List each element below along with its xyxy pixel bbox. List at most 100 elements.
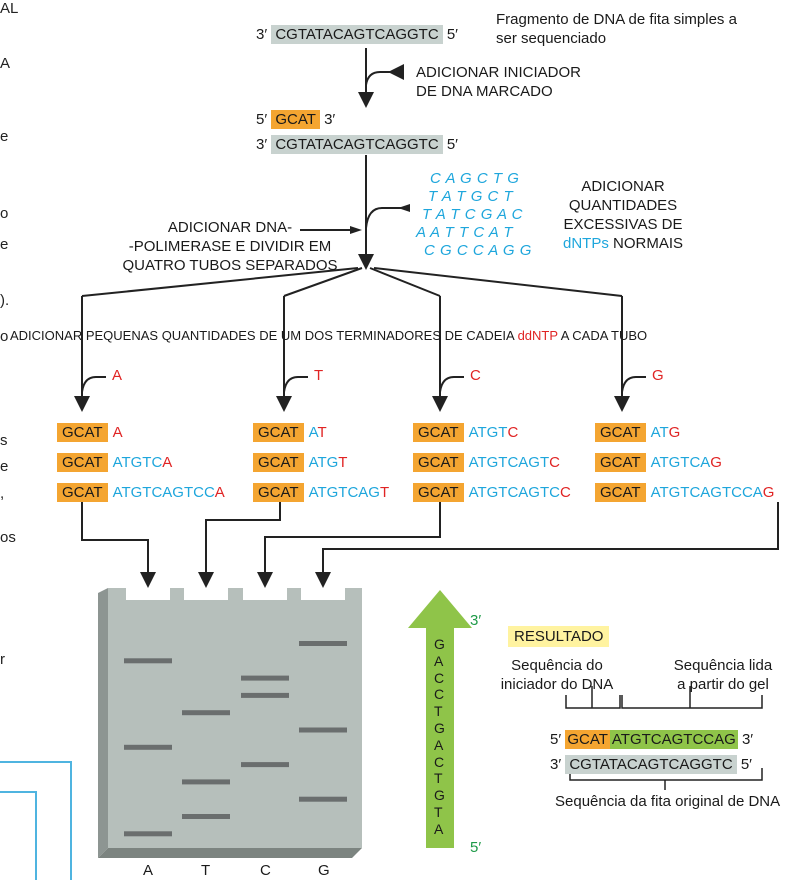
- step-ddntp-red: ddNTP: [517, 328, 558, 343]
- left-edge-fragment: AL: [0, 0, 19, 17]
- result-row1-read: ATGTCAGTCCAG: [609, 730, 738, 749]
- fragment-terminator: G: [710, 454, 722, 471]
- result-row2: 3′ CGTATACAGTCAGGTC 5′: [550, 755, 752, 774]
- step-polymerase-label: ADICIONAR DNA- -POLIMERASE E DIVIDIR EM …: [122, 219, 338, 274]
- gel-band: [299, 727, 347, 733]
- fragment-extension: ATGT: [468, 424, 508, 441]
- step-primer-label: ADICIONAR INICIADOR DE DNA MARCADO: [416, 64, 582, 100]
- fragment-terminator: A: [162, 454, 173, 471]
- dntp-cloud-row: A A T T C A T: [416, 224, 514, 241]
- read-sequence-letter: A: [434, 820, 444, 837]
- step-dntp-rest: NORMAIS: [608, 235, 684, 252]
- fragment-extension: ATGTCAGTCCA: [650, 484, 763, 501]
- tube-ddntp-letter: A: [112, 367, 123, 384]
- gel-band: [124, 744, 172, 750]
- dntp-cloud-row: T A T C G A C: [422, 206, 523, 223]
- fragment-primer: GCAT: [595, 483, 646, 502]
- fragment-terminator: T: [338, 454, 348, 471]
- gel-band: [124, 658, 172, 664]
- read-sequence-letter: A: [434, 736, 444, 753]
- tube-ddntp-letter: G: [652, 367, 664, 384]
- gel-band: [182, 779, 230, 785]
- step-dntp-blue: dNTPs: [562, 235, 609, 252]
- fragment-primer: GCAT: [413, 483, 464, 502]
- bottom-template-sequence: CGTATACAGTCAGGTC: [271, 135, 443, 154]
- fragment-extension: ATGTC: [112, 454, 163, 471]
- dntp-cloud-row: C A G C T G: [430, 170, 520, 187]
- bottom-prime3: 3′: [256, 136, 268, 153]
- tube-arrow-hook: [439, 376, 464, 393]
- fragment-primer: GCAT: [595, 453, 646, 472]
- fragment-terminator: A: [112, 424, 123, 441]
- fragment-extension: AT: [650, 424, 669, 441]
- fragment-extension: ATGTCAGTC: [468, 484, 560, 501]
- fragment-terminator: G: [762, 484, 775, 501]
- fragment-extension: ATG: [308, 454, 339, 471]
- result-label: RESULTADO: [508, 626, 610, 647]
- gel-slab: [108, 588, 362, 848]
- fragment-primer: GCAT: [253, 453, 304, 472]
- gel-lane-label: A: [143, 862, 154, 879]
- step-ddntp-after: A CADA TUBO: [557, 328, 648, 343]
- left-edge-fragment: ,: [0, 485, 5, 502]
- left-edge-fragment: e: [0, 458, 9, 475]
- tube-arrow-hook: [283, 376, 308, 393]
- fragment-terminator: C: [559, 484, 571, 501]
- fragment-primer: GCAT: [57, 483, 108, 502]
- gel-band: [299, 641, 347, 646]
- gel-lane-label: T: [201, 862, 211, 879]
- gel-band: [241, 692, 289, 698]
- result-row1-prime3: 3′: [741, 731, 754, 748]
- result-row1-prime5: 5′: [550, 731, 562, 748]
- tube-ddntp-letter: C: [470, 367, 481, 384]
- result-row2-seq: CGTATACAGTCAGGTC: [565, 755, 737, 774]
- template-note: Fragmento de DNA de fita simples a ser s…: [496, 11, 737, 47]
- result-primer-caption: Sequência do iniciador do DNA: [500, 657, 614, 693]
- fragment-primer: GCAT: [413, 423, 464, 442]
- fragment-extension: ATGTCAGTCC: [112, 484, 215, 501]
- frame-line-right: [70, 761, 72, 880]
- fragment-primer: GCAT: [253, 423, 304, 442]
- fragment-primer: GCAT: [413, 453, 464, 472]
- tube-ddntp-letter: T: [314, 367, 324, 384]
- read-sequence-letter: T: [434, 770, 443, 787]
- left-edge-fragment: r: [0, 651, 5, 668]
- step-ddntp-label: ADICIONAR PEQUENAS QUANTIDADES DE UM DOS…: [10, 328, 647, 343]
- left-edge-fragment: o: [0, 328, 9, 345]
- template-prime5: 5′: [446, 26, 458, 43]
- step-dntp-label: ADICIONAR QUANTIDADES EXCESSIVAS DE dNTP…: [528, 177, 718, 253]
- step-dntp-lines: ADICIONAR QUANTIDADES EXCESSIVAS DE: [563, 178, 683, 233]
- frame-line-top-inner: [0, 791, 37, 793]
- dntp-cloud-row: T A T G C T: [428, 188, 514, 205]
- gel-lane-label: C: [260, 862, 271, 879]
- fragment-terminator: T: [317, 424, 327, 441]
- gel-band: [241, 675, 289, 681]
- result-label-wrap: RESULTADO: [508, 626, 610, 647]
- dntp-cloud-row: C G C C A G G: [424, 242, 532, 259]
- frame-line-top: [0, 761, 72, 763]
- result-row2-prime5: 5′: [740, 756, 752, 773]
- gel-lane-label: G: [318, 862, 330, 879]
- primer-prime3: 3′: [324, 111, 336, 128]
- fragment-terminator: C: [549, 454, 560, 471]
- left-edge-fragment: e: [0, 236, 9, 253]
- gel-band: [299, 796, 347, 802]
- fragment-primer: GCAT: [253, 483, 304, 502]
- result-gel-caption: Sequência lida a partir do gel: [673, 657, 773, 693]
- read-sequence-letter: G: [434, 636, 445, 652]
- template-prime3: 3′: [256, 26, 268, 43]
- fragment-terminator: T: [379, 484, 390, 501]
- primer-pair-bottom: 3′ CGTATACAGTCAGGTC 5′: [256, 135, 458, 154]
